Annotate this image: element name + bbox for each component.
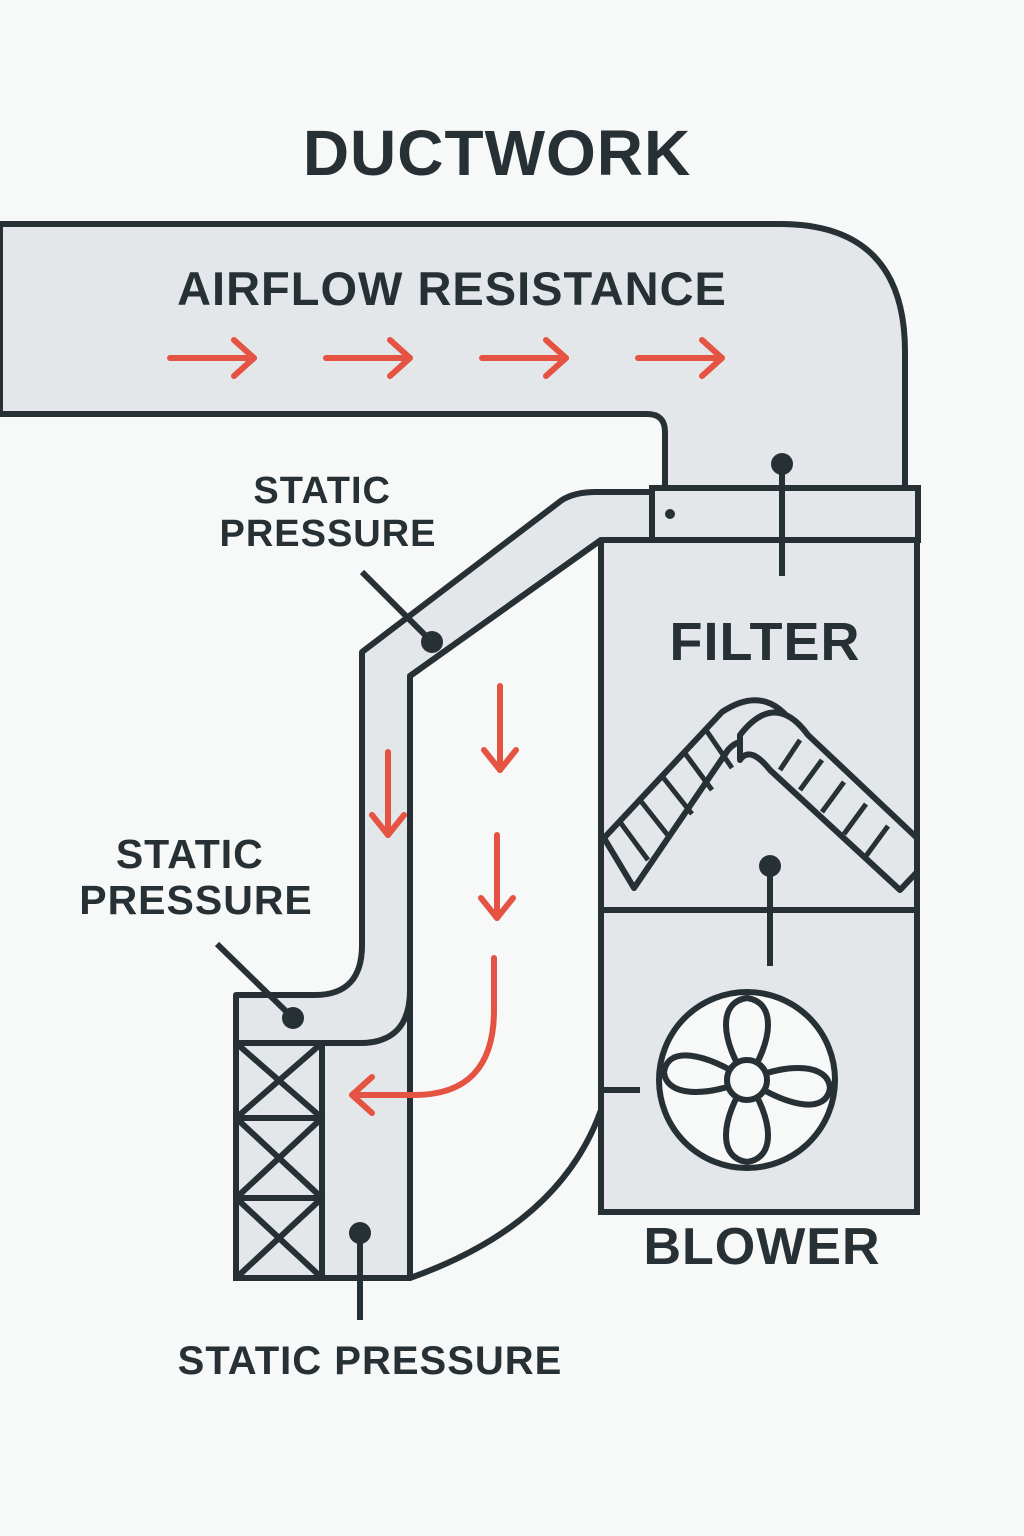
- coil: [601, 697, 920, 893]
- static-pressure-middle-dot: [282, 1007, 304, 1029]
- filter-pointer-dot: [771, 453, 793, 475]
- static-pressure-upper-pointer: [359, 569, 435, 645]
- static-pressure-upper-label: STATIC PRESSURE: [219, 470, 436, 555]
- static-pressure-upper-line1: STATIC: [253, 470, 391, 512]
- arrow-icon: [369, 749, 407, 838]
- static-pressure-middle-line2: PRESSURE: [79, 877, 313, 923]
- static-pressure-middle-pointer: [214, 941, 296, 1021]
- static-pressure-middle-line1: STATIC: [116, 831, 264, 877]
- diagram-title: DUCTWORK: [303, 117, 691, 189]
- return-grille: [233, 1040, 325, 1281]
- filter-label: FILTER: [670, 612, 861, 672]
- return-duct-inner-bend: [236, 989, 413, 1046]
- arrow-icon: [478, 832, 516, 921]
- static-pressure-upper-line2: PRESSURE: [219, 513, 436, 555]
- coil-pointer-dot: [759, 855, 781, 877]
- duct-arrows: [167, 337, 725, 379]
- static-pressure-upper-dot: [421, 631, 443, 653]
- arrow-icon: [481, 683, 519, 773]
- arrow-icon: [323, 337, 413, 379]
- main-duct: [0, 221, 908, 491]
- arrow-icon: [635, 337, 725, 379]
- coil-fins: [617, 728, 891, 862]
- cabinet-screw: [665, 509, 675, 519]
- arrow-icon: [349, 955, 497, 1116]
- arrow-icon: [479, 337, 569, 379]
- airflow-resistance-label: AIRFLOW RESISTANCE: [177, 262, 727, 315]
- fan-icon: [656, 989, 838, 1171]
- static-pressure-bottom-label: STATIC PRESSURE: [178, 1339, 563, 1383]
- return-arrows: [349, 683, 519, 1116]
- static-pressure-bottom-dot: [349, 1222, 371, 1244]
- static-pressure-middle-label: STATIC PRESSURE: [79, 831, 313, 923]
- arrow-icon: [167, 337, 257, 379]
- blower-label: BLOWER: [643, 1218, 880, 1276]
